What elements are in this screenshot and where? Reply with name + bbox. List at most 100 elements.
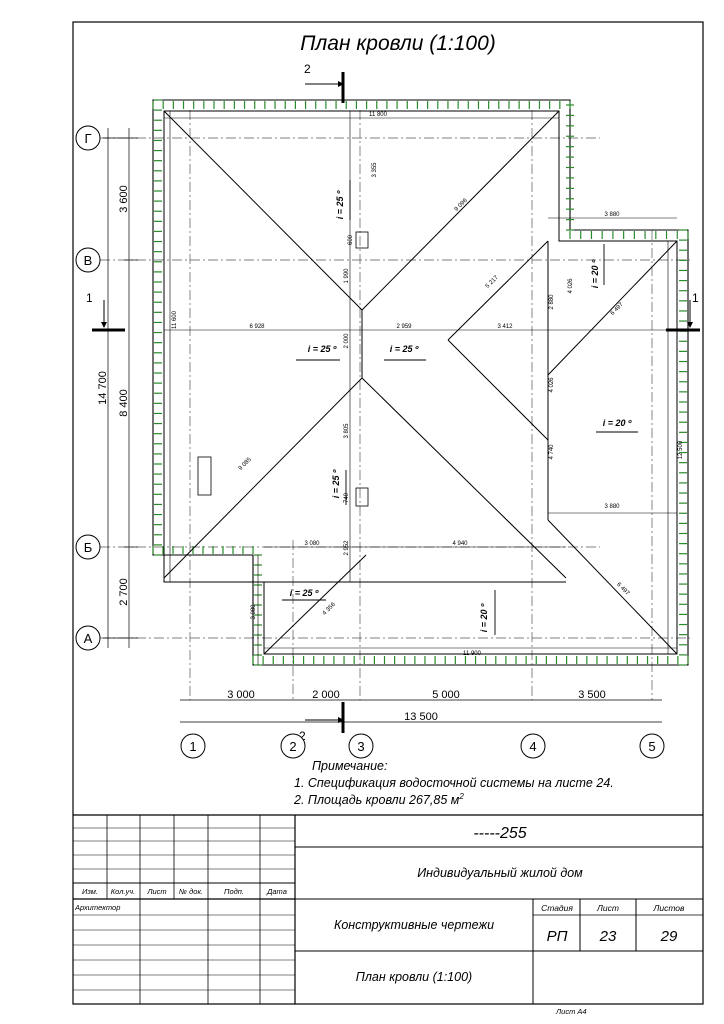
axis-letter-labels: Г В Б А — [84, 131, 93, 646]
chimney — [197, 456, 212, 496]
dim-6497a: 6 497 — [610, 301, 625, 316]
section-arrowheads — [101, 81, 693, 723]
tb-architect: Архитектор — [74, 903, 120, 912]
axis-label-1: 1 — [189, 739, 196, 754]
axis-number-labels: 1 2 3 4 5 — [189, 739, 655, 754]
tb-code: -----255 — [473, 825, 526, 842]
roof-outline — [152, 99, 689, 666]
left-dimension-labels: 3 600 8 400 2 700 14 700 — [97, 185, 130, 606]
slope-label-wing-top: i = 20 º — [590, 259, 600, 288]
dim-bottom-4: 3 500 — [578, 689, 606, 701]
section-mark-left: 1 — [86, 291, 93, 305]
section-arrowhead-left — [101, 322, 107, 328]
section-arrowhead-bottom — [338, 717, 344, 723]
dim-left-top: 3 600 — [118, 185, 130, 213]
axis-letter-bubbles — [75, 125, 101, 651]
tb-col-list: Лист — [146, 887, 166, 896]
bottom-dimension-labels: 3 000 2 000 5 000 3 500 13 500 — [227, 689, 606, 723]
section-mark-right: 1 — [692, 291, 699, 305]
dim-3080b: 3 080 — [251, 604, 257, 620]
tb-stage-label: Стадия — [541, 903, 573, 913]
eave-inner-contour — [163, 110, 678, 655]
section-arrowhead-top — [338, 81, 344, 87]
valley-line-lower — [447, 339, 549, 441]
gutter-ticks — [152, 99, 689, 666]
dim-9096: 9 096 — [454, 197, 469, 212]
roof-hatch-bottom — [355, 487, 369, 507]
dim-bottom-2: 2 000 — [312, 689, 340, 701]
dim-2952: 2 952 — [344, 540, 350, 556]
dim-3412: 3 412 — [497, 324, 513, 330]
slope-label-center: i = 25 º — [390, 344, 419, 354]
dim-9085: 9 085 — [238, 456, 253, 471]
left-dimension-chain — [103, 128, 138, 648]
tb-format: Лист А4 — [555, 1007, 587, 1016]
dim-bottom-1: 3 000 — [227, 689, 255, 701]
tb-col-izm: Изм. — [82, 887, 98, 896]
section-arrowhead-right — [687, 322, 693, 328]
hip-line-top-left — [163, 110, 363, 311]
dim-1990: 1 990 — [344, 268, 350, 284]
axis-bubble-1 — [180, 733, 206, 759]
dim-top-width: 11 800 — [369, 112, 388, 118]
tb-section: Конструктивные чертежи — [334, 918, 494, 932]
slope-label-left: i = 25 º — [308, 344, 337, 354]
dim-4026a: 4 026 — [568, 278, 574, 294]
title-block — [73, 814, 703, 1004]
tb-sheet: 23 — [599, 928, 617, 945]
axis-lines — [100, 110, 690, 700]
dim-12500: 12 500 — [678, 440, 684, 459]
dim-3355: 3 355 — [372, 162, 378, 178]
tb-project: Индивидуальный жилой дом — [417, 866, 583, 880]
axis-bubble-v — [75, 247, 101, 273]
dim-3805: 3 805 — [344, 423, 350, 439]
dim-6497b: 6 497 — [615, 582, 630, 597]
dim-bottom-3: 5 000 — [432, 689, 460, 701]
dim-11900: 11 900 — [463, 651, 482, 657]
tb-sheet-label: Лист — [596, 903, 619, 913]
dim-11600: 11 600 — [172, 310, 178, 329]
inner-dimension-labels: 11 800 3 355 9 096 600 1 990 2 000 3 880… — [172, 112, 684, 657]
dim-left-bottom: 2 700 — [118, 578, 130, 606]
tb-sheets-label: Листов — [653, 903, 686, 913]
tb-col-doc: № док. — [179, 887, 203, 896]
tb-sheets: 29 — [660, 928, 678, 945]
tb-col-podp: Подп. — [224, 887, 244, 896]
tb-col-kol: Кол.уч. — [111, 887, 135, 896]
dim-bottom-total: 13 500 — [404, 711, 438, 723]
axis-bubble-4 — [520, 733, 546, 759]
dim-left-total: 14 700 — [97, 371, 109, 405]
dim-6928: 6 928 — [249, 324, 265, 330]
slope-label-lower: i = 20 º — [479, 603, 489, 632]
hip-line-wing-bottom — [547, 519, 678, 655]
axis-label-a: А — [84, 631, 93, 646]
section-mark-labels: 2 2 1 1 — [86, 62, 699, 743]
drawing-title: План кровли (1:100) — [300, 32, 496, 55]
dim-2959: 2 959 — [396, 324, 412, 330]
axis-label-4: 4 — [529, 739, 536, 754]
hip-line-bottom-left — [163, 377, 363, 579]
hip-line-porch — [263, 554, 367, 655]
hip-line-top-right — [361, 110, 560, 311]
slope-label-porch: i = 25 º — [290, 588, 319, 598]
slope-label-top: i = 25 º — [335, 190, 345, 219]
dim-4940: 4 940 — [452, 541, 468, 547]
axis-bubble-2 — [280, 733, 306, 759]
valley-line-upper — [447, 240, 549, 341]
hip-line-wing-top — [547, 240, 678, 376]
dim-600: 600 — [348, 234, 354, 245]
tb-col-data: Дата — [266, 887, 287, 896]
notes-heading: Примечание: — [312, 759, 387, 773]
slope-labels: i = 25 º i = 25 º i = 25 º i = 25 º i = … — [290, 190, 632, 632]
roof-hatch-top — [355, 231, 369, 249]
tb-sheet-title: План кровли (1:100) — [356, 970, 472, 984]
dim-4740: 4 740 — [549, 444, 555, 460]
axis-number-bubbles — [180, 733, 665, 759]
slope-label-bottom: i = 25 º — [331, 469, 341, 498]
dim-2880: 2 880 — [549, 294, 555, 310]
bottom-dimension-chain — [180, 699, 662, 723]
hip-line-bottom-right — [361, 377, 567, 579]
slope-arrows — [282, 180, 638, 635]
axis-label-b: Б — [84, 540, 93, 555]
slope-label-wing: i = 20 º — [603, 418, 632, 428]
